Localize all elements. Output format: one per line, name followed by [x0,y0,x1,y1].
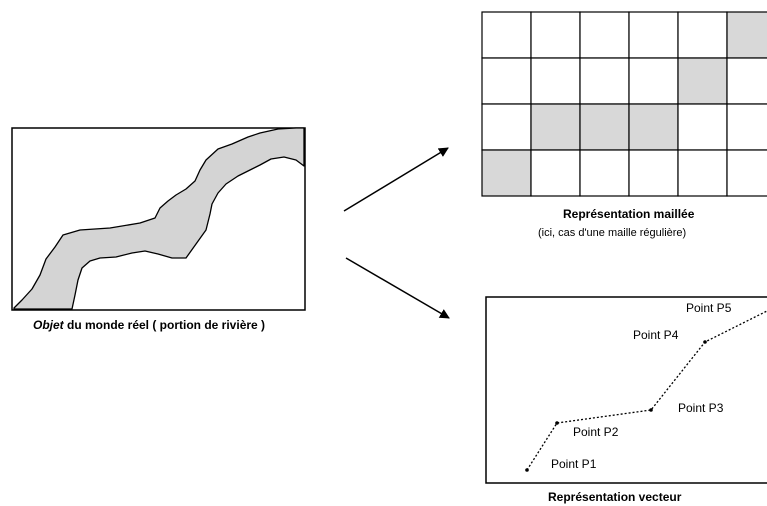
raster-cell [579,149,630,197]
raster-cell [579,57,630,105]
raster-cell [628,11,679,59]
raster-cell [677,103,728,151]
real-object-panel [11,127,306,311]
raster-cell [628,149,679,197]
raster-cell [481,57,532,105]
vector-point-p3 [649,408,653,412]
vector-polyline [526,310,767,471]
vector-point-p4 [703,340,707,344]
arrow-to-vector [345,257,450,319]
river-shape [13,127,305,310]
vector-frame [485,296,767,484]
point-label-p4: Point P4 [633,328,679,342]
point-label-p1: Point P1 [551,457,597,471]
raster-grid [481,11,767,197]
raster-cell [677,11,728,59]
vector-point-p2 [555,421,559,425]
arrow-to-raster [343,147,449,212]
raster-cell [579,11,630,59]
raster-cell [530,103,581,151]
raster-subtitle: (ici, cas d'une maille régulière) [538,227,687,239]
raster-cell [530,11,581,59]
point-label-p2: Point P2 [573,425,619,439]
raster-title: Représentation maillée [563,207,695,221]
raster-cell [726,103,767,151]
raster-cell [481,11,532,59]
real-object-caption: Objet du monde réel ( portion de rivière… [33,318,265,332]
raster-cell [481,149,532,197]
raster-cell [726,11,767,59]
point-label-p3: Point P3 [678,401,724,415]
real-object-caption-rest: du monde réel ( portion de rivière ) [63,318,266,332]
raster-cell [677,149,728,197]
raster-cell [726,149,767,197]
vector-title: Représentation vecteur [548,490,682,504]
raster-cell [579,103,630,151]
raster-cell [530,57,581,105]
raster-cell [628,103,679,151]
point-label-p5: Point P5 [686,301,732,315]
vector-point-p1 [525,468,529,472]
vector-panel [485,296,767,484]
raster-cell [530,149,581,197]
raster-cell [726,57,767,105]
raster-cell [677,57,728,105]
raster-cell [628,57,679,105]
real-object-caption-em: Objet [33,318,64,332]
raster-cell [481,103,532,151]
